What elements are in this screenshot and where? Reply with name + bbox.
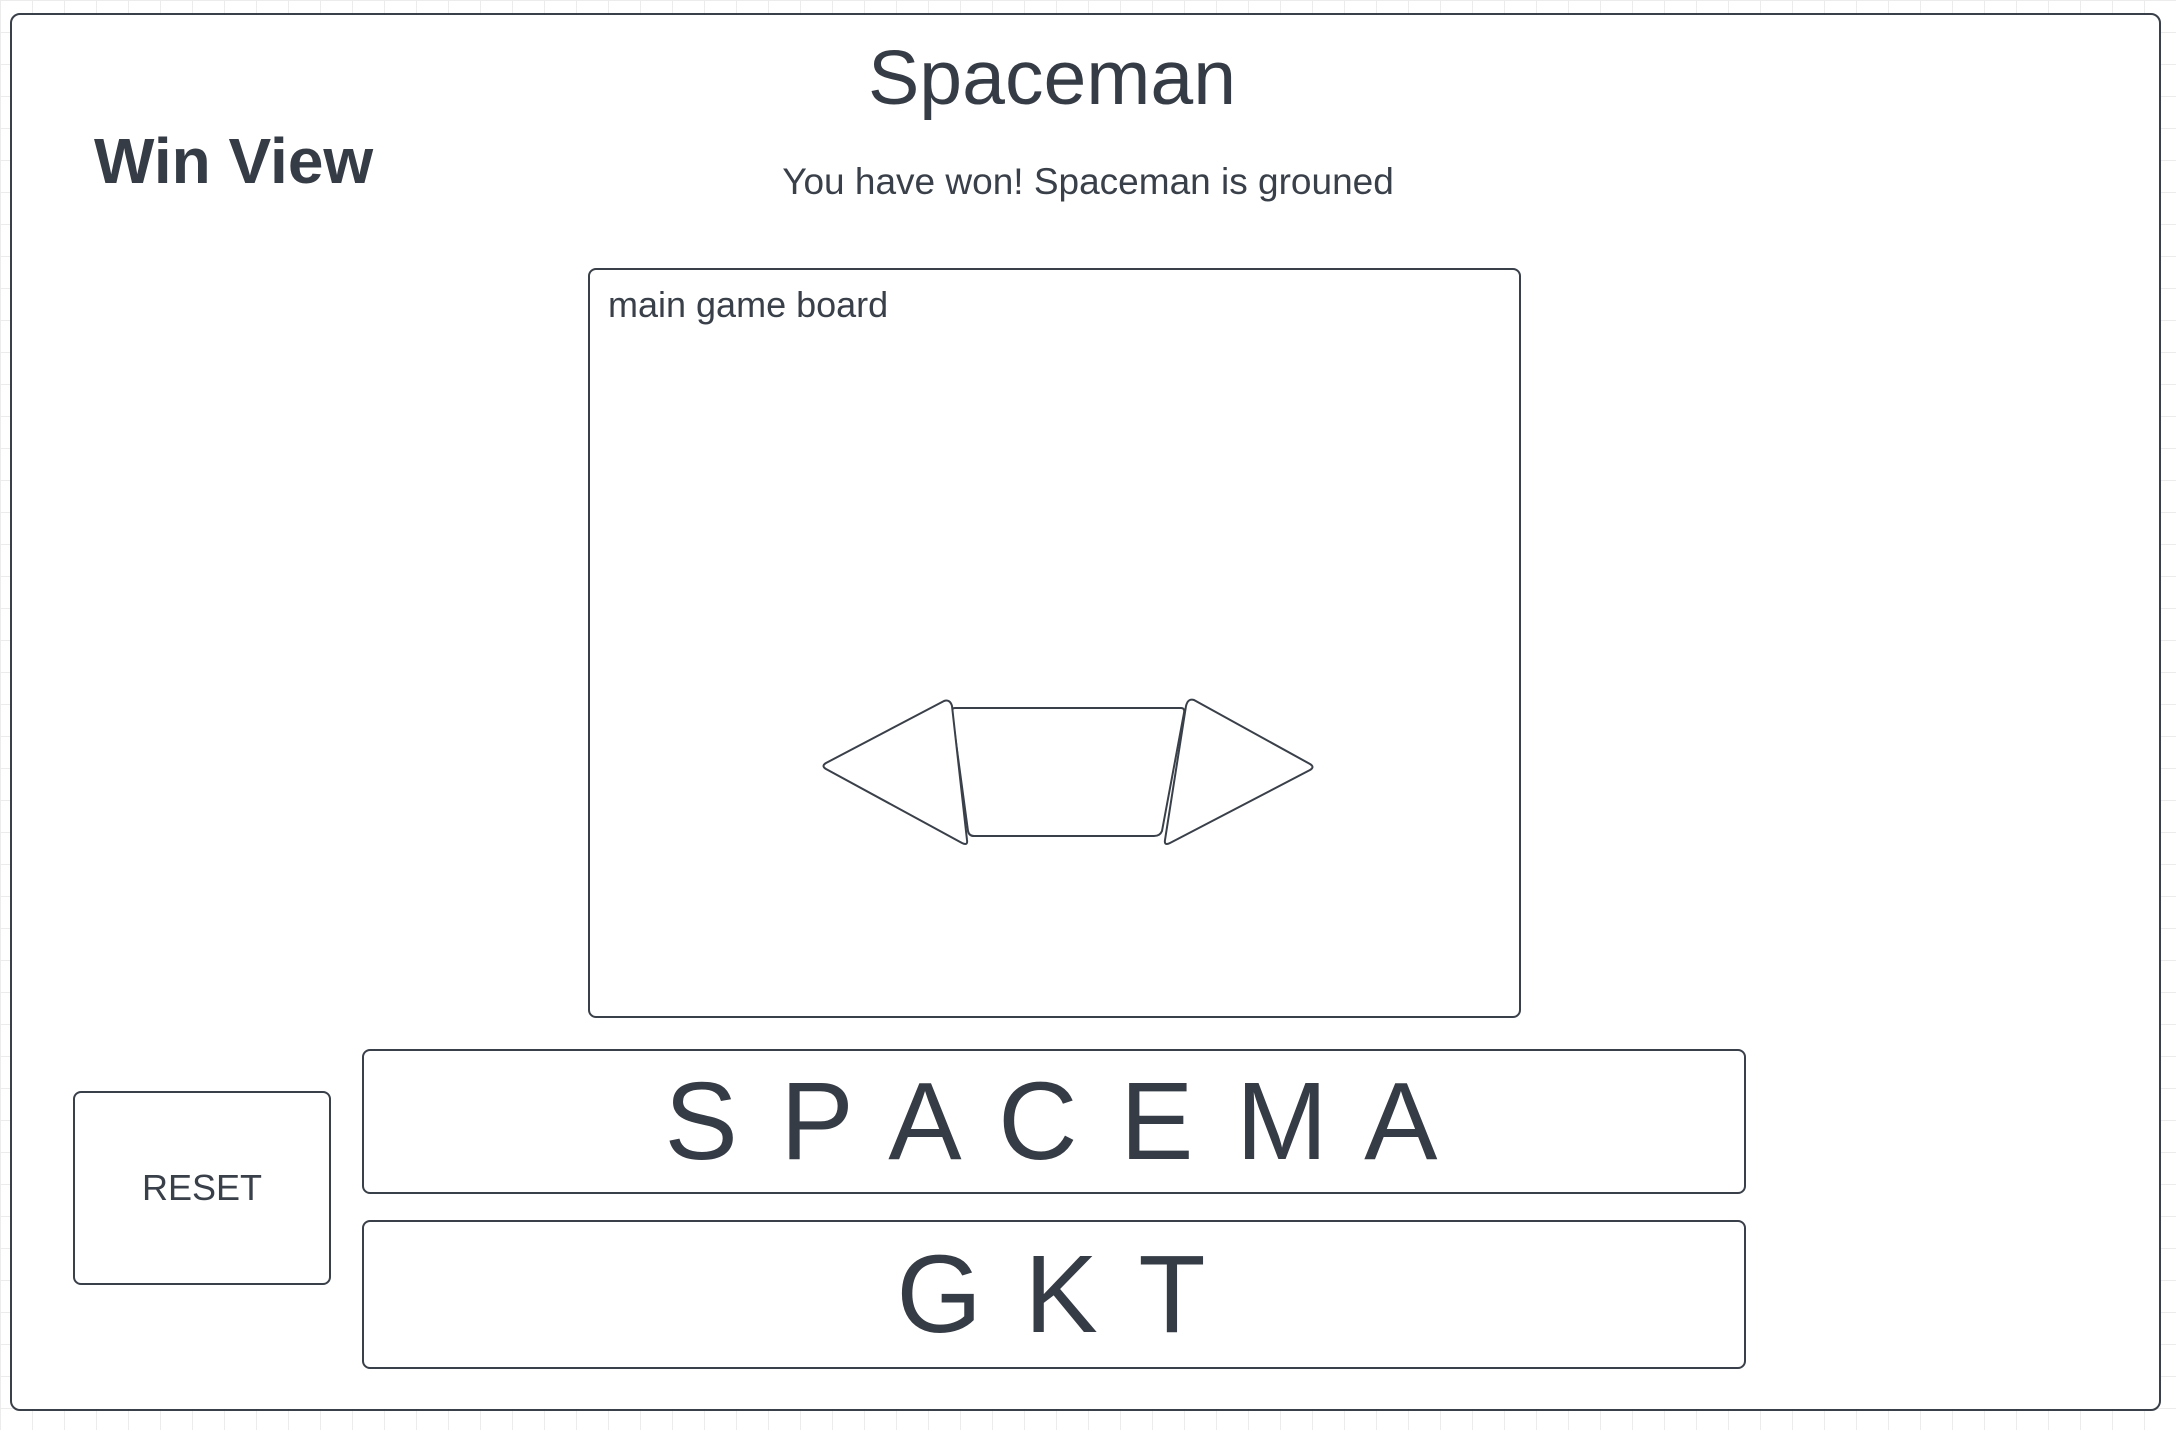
win-message: You have won! Spaceman is grouned bbox=[782, 161, 1394, 202]
spaceship-left-wing bbox=[822, 699, 969, 845]
board-label: main game board bbox=[608, 284, 889, 325]
app-title: Spaceman bbox=[867, 35, 1237, 121]
reset-button[interactable]: RESET bbox=[73, 1091, 331, 1285]
guessed-letters: G K T bbox=[362, 1220, 1746, 1369]
word-display: S P A C E M A bbox=[362, 1049, 1746, 1194]
view-label: Win View bbox=[94, 125, 374, 197]
spaceship-right-wing bbox=[1163, 698, 1314, 845]
main-game-board: main game board bbox=[588, 268, 1521, 1018]
spaceship-body bbox=[950, 707, 1186, 837]
spaceship-icon bbox=[822, 698, 1314, 845]
